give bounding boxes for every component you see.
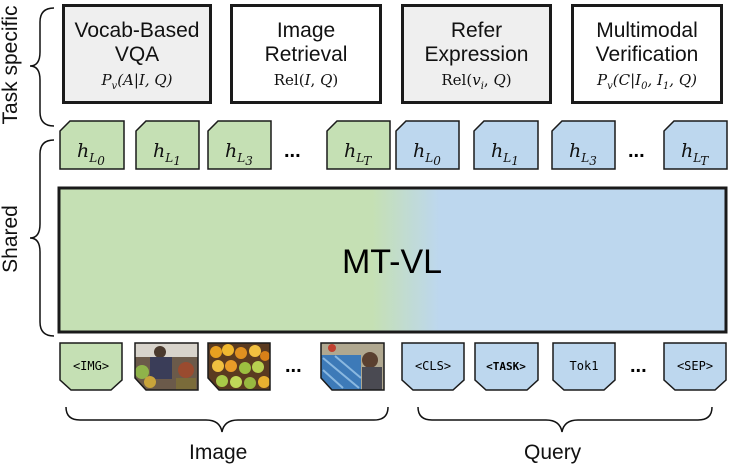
cls-token	[401, 342, 465, 391]
task-box-vqa: Vocab-Based VQA Pv(A|I, Q)	[62, 4, 212, 104]
task-box-refer: Refer Expression Rel(vi, Q)	[401, 4, 552, 104]
mtvl-label: MT-VL	[342, 243, 442, 281]
hidden-state-query-group	[395, 120, 728, 170]
task-title: Refer Expression	[424, 19, 529, 66]
hidden-state-h-l1	[135, 120, 200, 170]
task-token-label: <TASK>	[486, 360, 526, 373]
task-box-retrieval: Image Retrieval Rel(I, Q)	[230, 4, 382, 104]
ellipsis: ...	[284, 140, 301, 162]
task-title: Multimodal Verification	[595, 19, 699, 66]
task-box-verification: Multimodal Verification Pv(C|I0, I1, Q)	[571, 4, 723, 104]
ellipsis: ...	[285, 355, 302, 377]
hidden-state-h-lt	[663, 120, 728, 170]
brace-image	[65, 406, 389, 433]
ellipsis: ...	[630, 355, 647, 377]
sep-token	[663, 342, 727, 391]
image-region-photo	[208, 343, 270, 390]
image-region-photo	[321, 343, 384, 390]
img-token	[59, 342, 123, 391]
bottom-label-image: Image	[189, 441, 248, 464]
brace-shared	[29, 139, 55, 337]
brace-task-specific	[29, 7, 55, 127]
image-region-photo	[135, 343, 198, 390]
hidden-state-h-l3	[551, 120, 616, 170]
task-formula: Pv(A|I, Q)	[101, 71, 173, 92]
cls-token-label: <CLS>	[415, 359, 451, 373]
hidden-state-h-l1	[473, 120, 539, 170]
tok1-token	[552, 342, 616, 391]
hidden-state-h-lt	[326, 120, 391, 170]
sep-token-label: <SEP>	[677, 359, 713, 373]
tok1-token-label: Tok1	[570, 359, 599, 373]
hidden-state-h-l0	[395, 120, 460, 170]
task-formula: Pv(C|I0, I1, Q)	[597, 71, 697, 92]
task-title: Vocab-Based VQA	[74, 19, 200, 66]
brace-query	[417, 406, 713, 433]
hidden-state-image-group	[59, 120, 391, 170]
img-token-label: <IMG>	[73, 359, 109, 373]
task-token	[474, 342, 539, 391]
mtvl-block	[57, 186, 728, 334]
task-title: Image Retrieval	[264, 19, 348, 66]
bottom-label-query: Query	[524, 441, 582, 464]
task-formula: Rel(vi, Q)	[441, 71, 512, 92]
task-formula: Rel(I, Q)	[273, 71, 339, 89]
hidden-state-h-l0	[59, 120, 125, 170]
ellipsis: ...	[628, 140, 645, 162]
hidden-state-h-l3	[207, 120, 272, 170]
